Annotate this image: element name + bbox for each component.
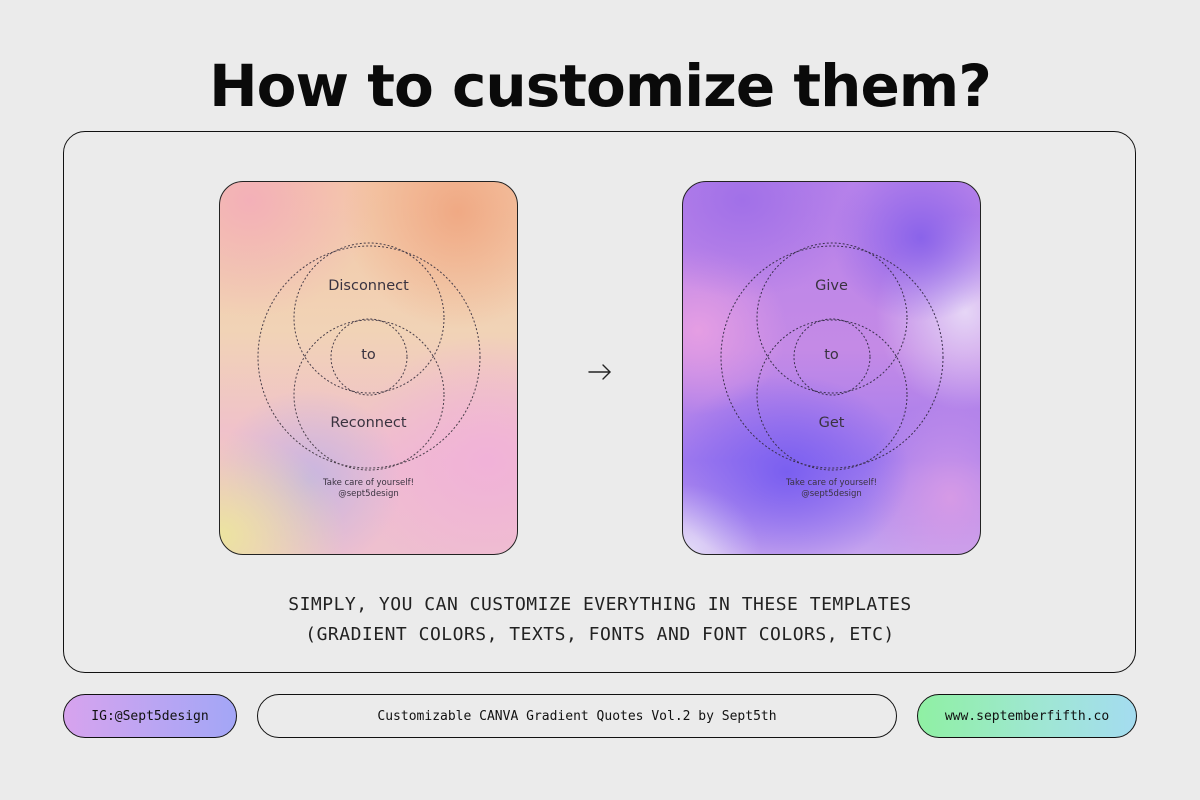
quote-footer-handle: @sept5design [338, 489, 399, 499]
quote-card-customized: Give to Get Take care of yourself! @sept… [682, 181, 981, 555]
dotted-circles-graphic [720, 242, 944, 471]
quote-footer-handle: @sept5design [801, 489, 862, 499]
description-line-1: SIMPLY, YOU CAN CUSTOMIZE EVERYTHING IN … [288, 594, 912, 615]
quote-bottom-word: Get [818, 415, 845, 431]
quote-top-word: Disconnect [328, 278, 409, 294]
instagram-handle-pill[interactable]: IG:@Sept5design [63, 694, 237, 738]
quote-top-word: Give [815, 278, 848, 294]
quote-card-original: Disconnect to Reconnect Take care of you… [219, 181, 518, 555]
arrow-right-icon [588, 364, 611, 380]
dotted-circles-graphic [257, 242, 481, 471]
website-link-pill[interactable]: www.septemberfifth.co [917, 694, 1137, 738]
quote-middle-word: to [824, 347, 839, 363]
quote-footer-line1: Take care of yourself! [785, 478, 878, 488]
quote-middle-word: to [361, 347, 376, 363]
quote-bottom-word: Reconnect [330, 415, 407, 431]
page-title: How to customize them? [209, 52, 992, 120]
description-line-2: (GRADIENT COLORS, TEXTS, FONTS AND FONT … [305, 624, 895, 645]
product-title-pill: Customizable CANVA Gradient Quotes Vol.2… [257, 694, 897, 738]
quote-footer-line1: Take care of yourself! [322, 478, 415, 488]
content-panel [63, 131, 1136, 673]
